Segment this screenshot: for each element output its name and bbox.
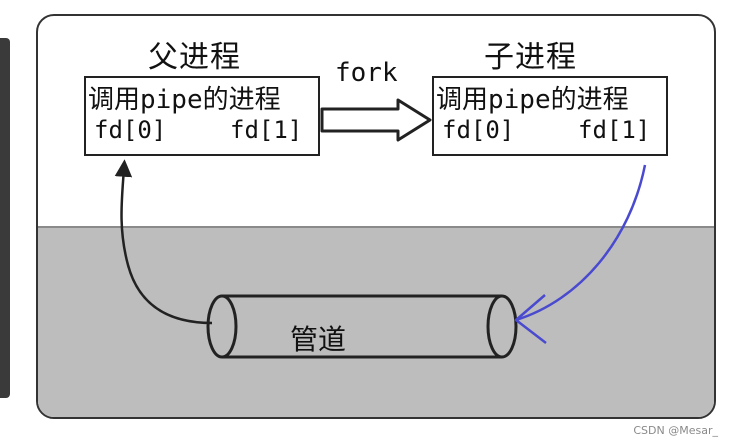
child-process-label: 调用pipe的进程 <box>436 85 629 115</box>
child-fd-read: fd[0] <box>442 116 515 144</box>
fork-label: fork <box>335 58 398 88</box>
parent-read-arrow <box>114 159 213 325</box>
child-write-arrow <box>514 164 647 344</box>
parent-fd-read: fd[0] <box>94 116 167 144</box>
child-fd-write: fd[1] <box>578 116 651 144</box>
parent-fd-write: fd[1] <box>230 116 303 144</box>
parent-process-box: 调用pipe的进程 fd[0] fd[1] <box>84 76 320 156</box>
pipe-label: 管道 <box>290 323 347 356</box>
fork-arrow <box>320 98 432 142</box>
watermark: CSDN @Mesar_ <box>633 424 718 437</box>
parent-process-label: 调用pipe的进程 <box>88 85 281 115</box>
parent-process-title: 父进程 <box>148 40 241 75</box>
child-process-title: 子进程 <box>484 40 577 75</box>
child-process-box: 调用pipe的进程 fd[0] fd[1] <box>432 76 668 156</box>
pipe-cylinder <box>206 294 518 359</box>
adjacent-frame-edge <box>0 38 10 398</box>
